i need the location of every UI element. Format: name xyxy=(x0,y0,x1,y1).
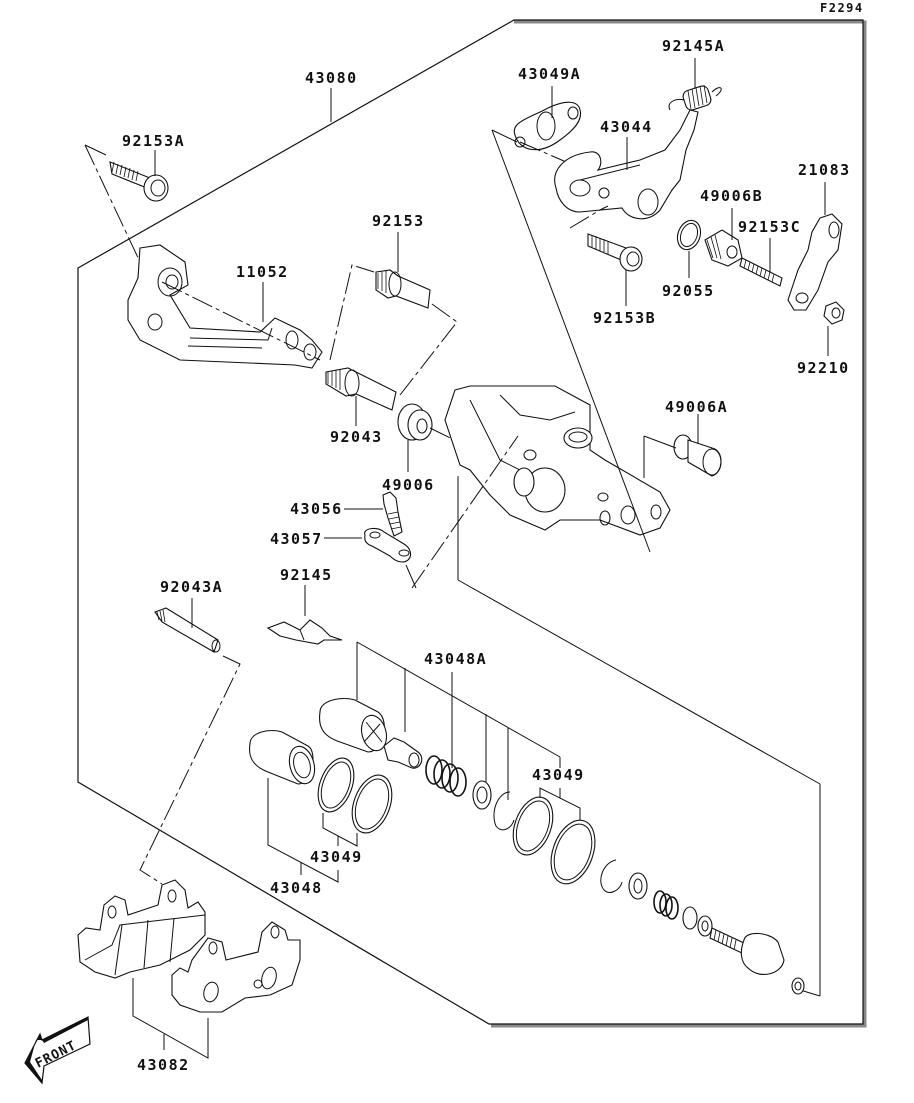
bolt-92153C[interactable] xyxy=(739,257,783,287)
brake-pad-outer[interactable] xyxy=(171,921,301,1013)
front-arrow-icon: FRONT xyxy=(24,1016,91,1085)
label-43082[interactable]: 43082 xyxy=(137,1056,190,1074)
star-washer[interactable] xyxy=(472,780,492,810)
label-92043A[interactable]: 92043A xyxy=(160,578,223,596)
label-43048A[interactable]: 43048A xyxy=(424,650,487,668)
label-43057[interactable]: 43057 xyxy=(270,530,323,548)
seal-43049-right-b[interactable] xyxy=(543,814,603,890)
caliper-body[interactable] xyxy=(444,385,671,536)
label-92153B[interactable]: 92153B xyxy=(593,309,656,327)
boot-49006A[interactable] xyxy=(673,434,722,477)
label-43056[interactable]: 43056 xyxy=(290,500,343,518)
piston-insert[interactable] xyxy=(383,737,423,769)
label-11052[interactable]: 11052 xyxy=(236,263,289,281)
label-43049-right[interactable]: 43049 xyxy=(532,766,585,784)
assembly-frame xyxy=(77,19,867,1028)
piston-43048[interactable] xyxy=(248,729,319,787)
bleeder-cap-43057[interactable] xyxy=(364,527,412,563)
seal-92055[interactable] xyxy=(674,217,705,253)
piston-43048A[interactable] xyxy=(318,697,391,754)
pin-92043A[interactable] xyxy=(154,607,221,653)
brake-pad-inner[interactable] xyxy=(77,879,206,979)
seal-43049-right-a[interactable] xyxy=(506,792,560,861)
label-92043[interactable]: 92043 xyxy=(330,428,383,446)
spring-92145[interactable] xyxy=(266,619,343,645)
seal-43049-left-b[interactable] xyxy=(345,770,399,839)
adjuster-stack[interactable] xyxy=(600,859,805,995)
label-92153A[interactable]: 92153A xyxy=(122,132,185,150)
label-92153C[interactable]: 92153C xyxy=(738,218,801,236)
bolt-92153A[interactable] xyxy=(109,161,169,202)
bracket-11052[interactable] xyxy=(127,244,323,369)
nut-92210[interactable] xyxy=(823,301,845,325)
circlip[interactable] xyxy=(493,791,515,831)
bleeder-valve-43056[interactable] xyxy=(382,491,403,537)
spring-92145A[interactable] xyxy=(668,84,722,111)
label-92153[interactable]: 92153 xyxy=(372,212,425,230)
label-43048[interactable]: 43048 xyxy=(270,879,323,897)
lever-21083[interactable] xyxy=(787,213,843,311)
label-92055[interactable]: 92055 xyxy=(662,282,715,300)
piston-spring[interactable] xyxy=(425,755,467,797)
label-92145A[interactable]: 92145A xyxy=(662,37,725,55)
label-21083[interactable]: 21083 xyxy=(798,161,851,179)
label-43049A[interactable]: 43049A xyxy=(518,65,581,83)
label-49006B[interactable]: 49006B xyxy=(700,187,763,205)
seal-43049-left-a[interactable] xyxy=(311,753,360,817)
gasket-43049A[interactable] xyxy=(513,101,582,151)
boot-49006[interactable] xyxy=(397,403,433,441)
label-43044[interactable]: 43044 xyxy=(600,118,653,136)
label-43080[interactable]: 43080 xyxy=(305,69,358,87)
label-49006A[interactable]: 49006A xyxy=(665,398,728,416)
label-92145[interactable]: 92145 xyxy=(280,566,333,584)
boot-49006B[interactable] xyxy=(704,229,743,267)
label-43049-left[interactable]: 43049 xyxy=(310,848,363,866)
bolt-92153B[interactable] xyxy=(587,233,643,272)
label-49006[interactable]: 49006 xyxy=(382,476,435,494)
lever-43044[interactable] xyxy=(554,109,699,220)
bolt-92153[interactable] xyxy=(375,269,431,309)
label-92210[interactable]: 92210 xyxy=(797,359,850,377)
figure-id: F2294 xyxy=(820,1,864,15)
pin-92043[interactable] xyxy=(325,367,397,411)
